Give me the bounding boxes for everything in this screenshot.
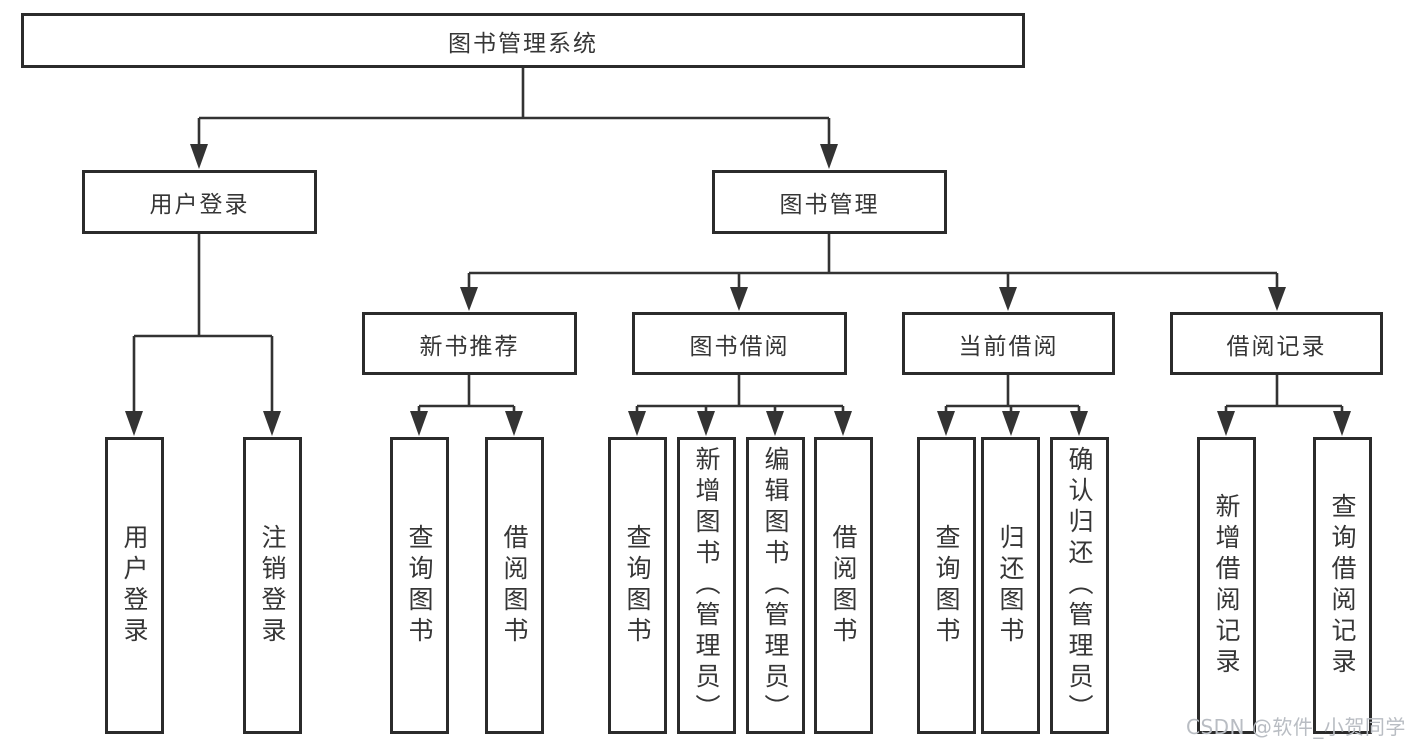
leaf-add-book-admin-label: 新增图书（管理员）: [692, 446, 721, 725]
leaf-confirm-return-admin-label: 确认归还（管理员）: [1065, 446, 1094, 725]
node-borrow-records: 借阅记录: [1170, 312, 1383, 375]
leaf-confirm-return-admin: 确认归还（管理员）: [1050, 437, 1109, 734]
leaf-user-login-label: 用户登录: [120, 523, 149, 648]
node-current-borrow: 当前借阅: [902, 312, 1115, 375]
node-new-book-recommend: 新书推荐: [362, 312, 577, 375]
node-root: 图书管理系统: [21, 13, 1025, 68]
leaf-edit-book-admin: 编辑图书（管理员）: [746, 437, 805, 734]
node-user-login: 用户登录: [82, 170, 317, 234]
node-book-borrow: 图书借阅: [632, 312, 847, 375]
node-borrow-records-label: 借阅记录: [1226, 333, 1327, 360]
leaf-user-login: 用户登录: [105, 437, 164, 734]
leaf-query-books-1: 查询图书: [390, 437, 449, 734]
leaf-borrow-books-1: 借阅图书: [485, 437, 544, 734]
leaf-edit-book-admin-label: 编辑图书（管理员）: [761, 446, 790, 725]
leaf-borrow-books-1-label: 借阅图书: [500, 523, 529, 648]
node-book-borrow-label: 图书借阅: [689, 333, 790, 360]
leaf-add-borrow-record-label: 新增借阅记录: [1212, 492, 1241, 679]
leaf-add-borrow-record: 新增借阅记录: [1197, 437, 1256, 734]
leaf-logout: 注销登录: [243, 437, 302, 734]
leaf-query-borrow-record-label: 查询借阅记录: [1328, 492, 1357, 679]
leaf-query-books-3-label: 查询图书: [932, 523, 961, 648]
leaf-add-book-admin: 新增图书（管理员）: [677, 437, 736, 734]
node-root-label: 图书管理系统: [448, 30, 598, 57]
leaf-borrow-books-2: 借阅图书: [814, 437, 873, 734]
leaf-borrow-books-2-label: 借阅图书: [829, 523, 858, 648]
node-book-management-label: 图书管理: [779, 192, 880, 218]
leaf-return-books-label: 归还图书: [996, 523, 1025, 648]
leaf-query-books-2-label: 查询图书: [623, 523, 652, 648]
leaf-query-books-2: 查询图书: [608, 437, 667, 734]
leaf-return-books: 归还图书: [981, 437, 1040, 734]
node-new-book-recommend-label: 新书推荐: [419, 333, 520, 360]
node-current-borrow-label: 当前借阅: [958, 333, 1059, 360]
node-user-login-label: 用户登录: [149, 192, 250, 218]
arrowheads: [125, 144, 1351, 436]
leaf-query-books-3: 查询图书: [917, 437, 976, 734]
leaf-logout-label: 注销登录: [258, 523, 287, 648]
leaf-query-books-1-label: 查询图书: [405, 523, 434, 648]
node-book-management: 图书管理: [712, 170, 947, 234]
leaf-query-borrow-record: 查询借阅记录: [1313, 437, 1372, 734]
watermark: CSDN @软件_小贺同学: [1186, 715, 1405, 739]
